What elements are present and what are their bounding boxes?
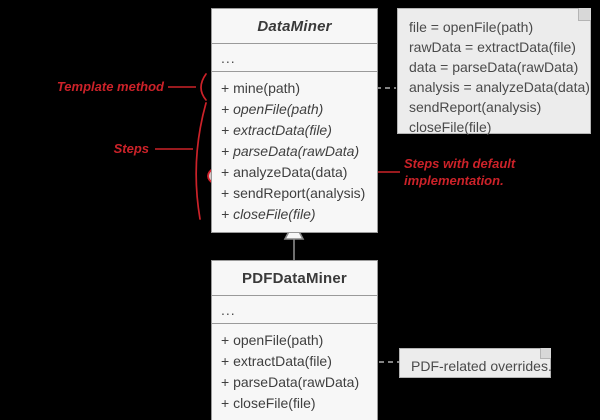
class-attributes-pdfdataminer: ...	[221, 301, 236, 318]
note-template-method-body-text: file = openFile(path) rawData = extractD…	[398, 9, 590, 145]
operation-pdf-extractdata[interactable]: + extractData(file)	[221, 353, 332, 369]
note-fold-corner-icon-pdf	[540, 348, 551, 359]
note-line-4: analysis = analyzeData(data)	[409, 79, 590, 95]
annotation-default-implementation-line1: Steps with default	[404, 156, 516, 171]
operation-closefile[interactable]: + closeFile(file)	[221, 206, 316, 222]
operation-pdf-closefile[interactable]: + closeFile(file)	[221, 395, 316, 411]
operation-sendreport[interactable]: + sendReport(analysis)	[221, 185, 366, 201]
note-pdf-overrides[interactable]: PDF-related overrides.	[399, 348, 552, 378]
class-operations-band-pdfdataminer: + openFile(path) + extractData(file) + p…	[212, 324, 377, 420]
annotation-template-method: Template method	[56, 79, 164, 94]
operation-openfile[interactable]: + openFile(path)	[221, 101, 324, 117]
note-line-1: file = openFile(path)	[409, 19, 534, 35]
operation-parsedata[interactable]: + parseData(rawData)	[221, 143, 360, 159]
annotation-steps: Steps	[113, 141, 149, 156]
class-name-band-pdfdataminer: PDFDataMiner	[212, 261, 377, 296]
class-box-pdfdataminer[interactable]: PDFDataMiner ... + openFile(path) + extr…	[211, 260, 378, 420]
class-attributes-band-pdfdataminer: ...	[212, 296, 377, 324]
class-name-dataminer: DataMiner	[257, 17, 332, 35]
note-template-method-body[interactable]: file = openFile(path) rawData = extractD…	[397, 8, 591, 135]
operation-extractdata[interactable]: + extractData(file)	[221, 122, 332, 138]
steps-brace	[195, 102, 207, 220]
note-line-5: sendReport(analysis)	[409, 99, 542, 115]
class-box-dataminer[interactable]: DataMiner ... + mine(path) + openFile(pa…	[211, 8, 378, 233]
note-line-6: closeFile(file)	[409, 119, 492, 135]
class-attributes-band-dataminer: ...	[212, 44, 377, 72]
class-name-pdfdataminer: PDFDataMiner	[242, 269, 347, 287]
note-line-3: data = parseData(rawData)	[409, 59, 579, 75]
operation-analyzedata[interactable]: + analyzeData(data)	[221, 164, 348, 180]
operation-mine[interactable]: + mine(path)	[221, 80, 300, 96]
template-method-brace	[200, 73, 207, 101]
class-attributes-dataminer: ...	[221, 49, 236, 66]
annotation-default-implementation-line2: implementation.	[404, 173, 504, 188]
operation-pdf-openfile[interactable]: + openFile(path)	[221, 332, 324, 348]
note-line-2: rawData = extractData(file)	[409, 39, 576, 55]
class-name-band-dataminer: DataMiner	[212, 9, 377, 44]
class-operations-band-dataminer: + mine(path) + openFile(path) + extractD…	[212, 72, 377, 232]
note-fold-corner-icon	[578, 8, 591, 21]
note-pdf-overrides-text: PDF-related overrides.	[411, 358, 552, 374]
operation-pdf-parsedata[interactable]: + parseData(rawData)	[221, 374, 360, 390]
